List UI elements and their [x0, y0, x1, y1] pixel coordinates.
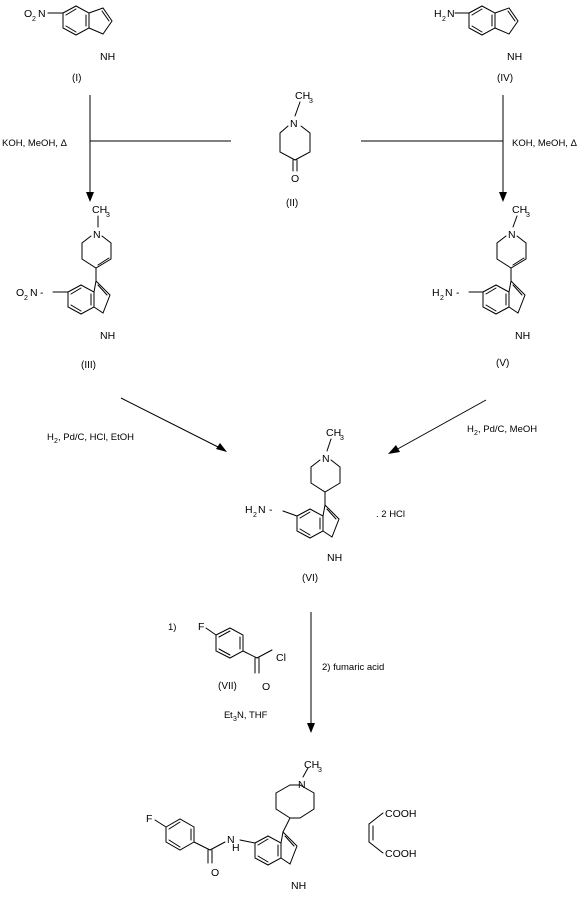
f-atom: F — [146, 813, 152, 825]
bond-dash: - — [269, 504, 273, 516]
amine-n-atom: N — [445, 287, 453, 299]
compound-VI: CH 3 N NH H 2 N - . 2 HCl (VI) — [245, 427, 405, 584]
nh-atom: NH — [100, 51, 115, 63]
amine-sub: 2 — [442, 16, 446, 23]
nh-atom: NH — [515, 330, 530, 342]
condition-right-mid: , Pd/C, MeOH — [478, 424, 537, 435]
base-rest: N, THF — [237, 710, 268, 721]
compound-VII: F Cl O (VII) — [198, 621, 286, 693]
methyl-ch-atom: CH — [295, 90, 310, 102]
nitro-sub: 2 — [24, 295, 28, 302]
condition-right-mid-h: H — [467, 424, 474, 435]
amide-h-atom: H — [232, 842, 240, 854]
step-1-label: 1) — [168, 622, 176, 633]
methyl-sub: 3 — [106, 212, 110, 219]
n-atom: N — [93, 229, 101, 241]
n-atom: N — [508, 229, 516, 241]
compound-I: NH O 2 N (I) — [24, 5, 115, 84]
nh-atom: NH — [327, 552, 342, 564]
compound-V: CH 3 N NH H 2 N - (V) — [432, 204, 530, 369]
salt-label: . 2 HCl — [376, 509, 405, 520]
base-t: t — [230, 710, 233, 721]
methyl-sub: 3 — [309, 98, 313, 105]
step-2-label: 2) fumaric acid — [322, 662, 384, 673]
label-IV: (IV) — [497, 73, 513, 84]
amine-h-atom: H — [434, 8, 442, 20]
methyl-sub: 3 — [526, 212, 530, 219]
base-sub: 3 — [233, 716, 237, 723]
o-atom: O — [291, 173, 299, 185]
label-I: (I) — [72, 73, 81, 84]
condition-right-mid-sub: 2 — [474, 430, 478, 437]
compound-II: CH 3 N O (II) — [279, 90, 313, 209]
condition-left-top: KOH, MeOH, Δ — [2, 138, 68, 149]
nh-atom: NH — [507, 51, 522, 63]
cooh-top: COOH — [385, 808, 417, 820]
label-VII: (VII) — [218, 681, 237, 692]
amine-h-atom: H — [432, 287, 440, 299]
n-atom: N — [322, 453, 330, 465]
o-atom: O — [262, 681, 270, 693]
amine-h-atom: H — [245, 504, 253, 516]
condition-left-mid: , Pd/C, HCl, EtOH — [58, 432, 134, 443]
methyl-sub: 3 — [318, 767, 322, 774]
bond-dash: - — [456, 287, 460, 299]
methyl-ch-atom: CH — [512, 204, 527, 216]
nitro-sub: 2 — [32, 16, 36, 23]
compound-IV: NH H 2 N (IV) — [434, 5, 522, 84]
condition-left-mid-h: H — [47, 432, 54, 443]
condition-left-mid-sub: 2 — [54, 438, 58, 445]
label-V: (V) — [496, 358, 509, 369]
amine-n-atom: N — [447, 8, 455, 20]
label-II: (II) — [286, 198, 298, 209]
amine-n-atom: N — [258, 504, 266, 516]
final-product: F O N H NH N CH 3 COOH COOH — [146, 759, 417, 892]
cl-atom: Cl — [276, 652, 286, 664]
amide-n-atom: N — [227, 834, 235, 846]
nh-atom: NH — [291, 880, 306, 892]
amine-sub: 2 — [440, 295, 444, 302]
methyl-ch-atom: CH — [304, 759, 319, 771]
arrow-V-to-VI — [393, 399, 487, 452]
methyl-ch-atom: CH — [326, 427, 341, 439]
compound-III: CH 3 N NH O 2 N - (III) — [16, 204, 115, 371]
n-atom: N — [298, 779, 306, 791]
nh-atom: NH — [100, 330, 115, 342]
reaction-conditions: KOH, MeOH, Δ KOH, MeOH, Δ H 2 , Pd/C, HC… — [2, 138, 578, 723]
bond-dash: - — [40, 287, 44, 299]
label-III: (III) — [81, 360, 96, 371]
methyl-ch-atom: CH — [92, 204, 107, 216]
f-atom: F — [198, 621, 204, 633]
reaction-arrows — [86, 95, 507, 733]
arrow-III-to-VI — [120, 397, 223, 450]
cooh-bottom: COOH — [385, 848, 417, 860]
label-VI: (VI) — [302, 573, 318, 584]
o-atom: O — [211, 867, 219, 879]
nitro-n-atom: N — [30, 287, 38, 299]
nitro-n-atom: N — [38, 8, 46, 20]
base-e: E — [224, 710, 230, 721]
nitro-o-atom: O — [24, 8, 32, 20]
n-atom: N — [290, 118, 298, 130]
condition-right-top: KOH, MeOH, Δ — [512, 138, 578, 149]
amine-sub: 2 — [253, 512, 257, 519]
methyl-sub: 3 — [340, 435, 344, 442]
nitro-o-atom: O — [16, 287, 24, 299]
